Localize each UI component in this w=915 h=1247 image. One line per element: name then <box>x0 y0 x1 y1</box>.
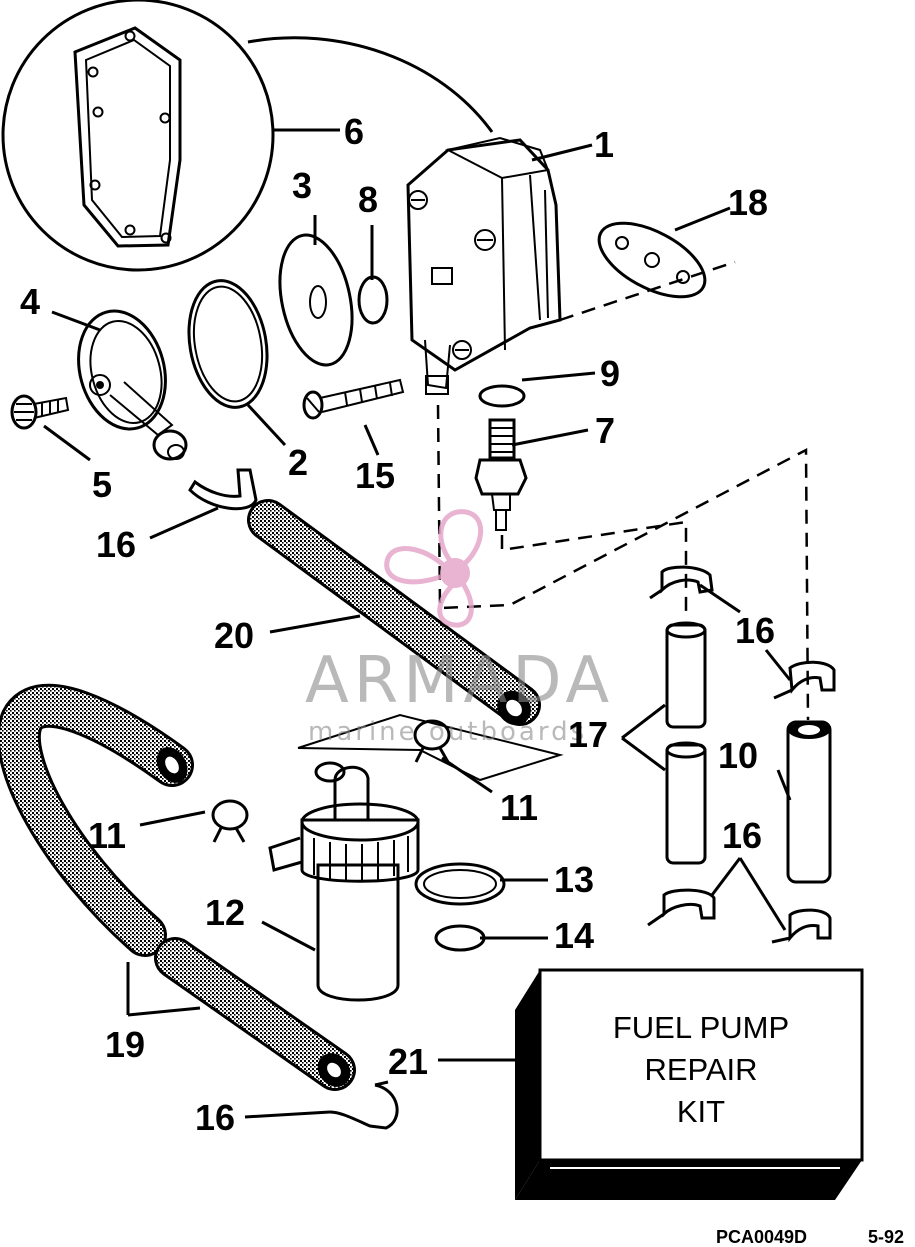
fuel-hose-19-short <box>154 937 356 1091</box>
o-ring-8 <box>357 275 389 325</box>
pump-screw <box>302 378 405 420</box>
kit-label-line3: KIT <box>677 1094 725 1129</box>
callout-15: 15 <box>355 455 395 496</box>
callout-21: 21 <box>388 1041 428 1082</box>
fuel-hose-10 <box>786 720 832 884</box>
kit-label-line2: REPAIR <box>644 1052 757 1087</box>
callout-16a: 16 <box>96 524 136 565</box>
hose-clamp-16b <box>649 565 714 600</box>
hose-clamp-16d <box>647 888 716 927</box>
hose-clamp-16a <box>188 468 258 511</box>
filter-o-ring-13 <box>414 862 506 906</box>
watermark-title: ARMADA <box>305 644 614 718</box>
callout-19: 19 <box>105 1024 145 1065</box>
callout-1: 1 <box>594 124 614 165</box>
filter-connection-lines <box>297 713 564 782</box>
callout-11a: 11 <box>88 815 126 856</box>
fuel-filter <box>268 761 420 1002</box>
callout-13: 13 <box>554 859 594 900</box>
callout-14: 14 <box>554 915 594 956</box>
callout-17: 17 <box>568 714 608 755</box>
cover-screw <box>10 394 70 430</box>
callout-11b: 11 <box>500 787 538 828</box>
callout-5: 5 <box>92 464 112 505</box>
leader-lines <box>43 128 792 1119</box>
footer-date: 5-92 <box>868 1227 904 1247</box>
hose-clamp-11a <box>211 799 249 843</box>
fuel-hose-17-lower <box>665 741 707 865</box>
filter-o-ring-14 <box>434 924 486 952</box>
pump-mount-gasket <box>597 221 707 299</box>
screen-filter <box>278 233 354 367</box>
callout-18: 18 <box>728 182 768 223</box>
connection-dashes <box>436 260 810 721</box>
callout-2: 2 <box>288 442 308 483</box>
hose-clamp-11b <box>413 719 451 763</box>
footer-code: PCA0049D <box>716 1227 807 1247</box>
callout-7: 7 <box>595 410 615 451</box>
callout-20: 20 <box>214 615 254 656</box>
hose-clamp-16e <box>771 908 832 944</box>
callout-4: 4 <box>20 281 40 322</box>
callout-9: 9 <box>600 353 620 394</box>
hose-clamp-16c <box>773 660 836 700</box>
watermark-subtitle: marine outboards <box>308 717 587 747</box>
fuel-hose-17-upper <box>665 621 707 729</box>
watermark: ARMADA marine outboards <box>305 509 614 747</box>
callout-6: 6 <box>344 111 364 152</box>
callout-12: 12 <box>205 892 245 933</box>
callout-16c: 16 <box>722 815 762 856</box>
fuel-pump-body <box>406 136 562 395</box>
fuel-fitting <box>474 418 528 531</box>
fuel-hose-19 <box>0 683 194 957</box>
propeller-logo-icon <box>384 509 483 628</box>
callout-8: 8 <box>358 179 378 220</box>
pump-cover <box>77 309 188 461</box>
callout-10: 10 <box>718 735 758 776</box>
repair-kit-box <box>515 968 864 1200</box>
diaphragm-gasket <box>187 279 269 409</box>
callout-16d: 16 <box>195 1097 235 1138</box>
fuel-hose-20 <box>247 499 541 726</box>
hose-clamp-16f <box>329 1080 399 1130</box>
gasket-detail-circle <box>1 0 494 272</box>
washer-9 <box>478 384 526 408</box>
callout-16b: 16 <box>735 610 775 651</box>
callout-3: 3 <box>292 165 312 206</box>
kit-label-line1: FUEL PUMP <box>613 1010 789 1045</box>
